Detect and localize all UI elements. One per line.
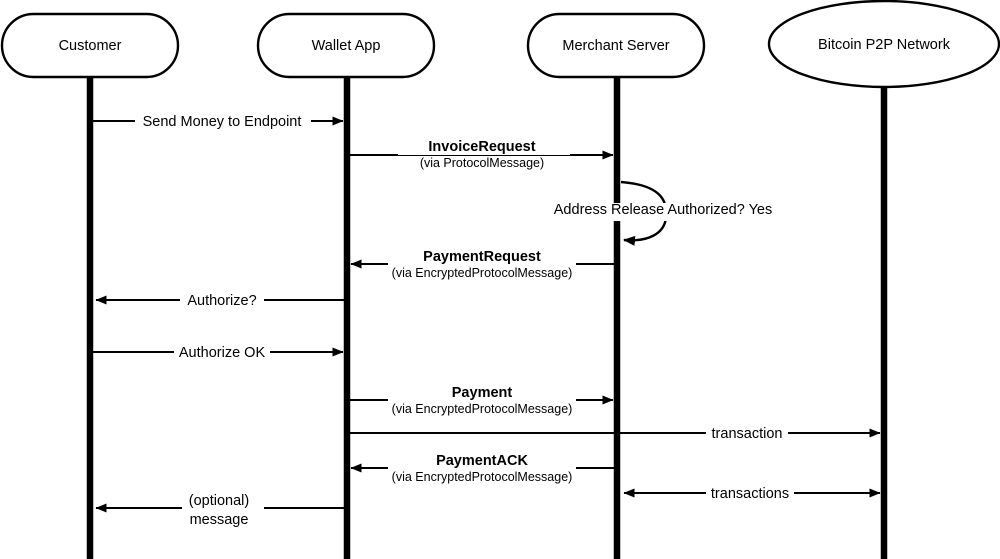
participant-customer-label: Customer <box>59 38 122 54</box>
participant-wallet-shape <box>256 12 436 79</box>
message-sublabel-m11: message <box>190 512 249 528</box>
message-label-bg-m3 <box>549 203 777 221</box>
message-transactions[interactable]: transactions <box>623 484 881 502</box>
message-label-m8: transaction <box>712 426 783 442</box>
participant-merchant-shape <box>526 12 706 79</box>
message-send-money-to-endpoint[interactable]: Send Money to Endpoint <box>93 112 344 130</box>
message-payment-request[interactable]: PaymentRequest (via EncryptedProtocolMes… <box>350 249 614 280</box>
message-sublabel-m2: (via ProtocolMessage) <box>420 156 544 170</box>
message-label-m10: transactions <box>711 486 789 502</box>
message-sublabel-m4: (via EncryptedProtocolMessage) <box>392 266 573 280</box>
message-transaction[interactable]: transaction <box>350 424 881 442</box>
message-label-m2: InvoiceRequest <box>428 139 535 155</box>
message-label-bg-m6 <box>174 343 270 361</box>
participant-wallet[interactable]: Wallet App <box>256 12 436 79</box>
participant-customer-shape <box>0 12 180 79</box>
participant-wallet-label: Wallet App <box>312 38 381 54</box>
message-label-bg-m2 <box>398 140 570 155</box>
message-label-bg-m5 <box>180 291 264 309</box>
participant-bitcoin-shape <box>767 0 1000 89</box>
message-payment[interactable]: Payment (via EncryptedProtocolMessage) <box>350 385 614 416</box>
message-label-bg-m9 <box>388 454 576 469</box>
message-label-bg-m1 <box>135 112 311 130</box>
message-invoice-request[interactable]: InvoiceRequest (via ProtocolMessage) <box>350 139 614 170</box>
message-optional-message[interactable]: (optional) message <box>95 493 344 528</box>
message-label-m6: Authorize OK <box>179 345 266 361</box>
message-address-release-authorized[interactable]: Address Release Authorized? Yes <box>549 180 777 246</box>
participant-bitcoin[interactable]: Bitcoin P2P Network <box>767 0 1000 89</box>
message-label-m4: PaymentRequest <box>423 249 541 265</box>
lifelines-group <box>86 77 888 559</box>
message-label-bg-m4 <box>388 250 576 265</box>
message-sublabel-m7: (via EncryptedProtocolMessage) <box>392 402 573 416</box>
message-label-m9: PaymentACK <box>436 453 528 469</box>
participant-bitcoin-label: Bitcoin P2P Network <box>818 37 951 53</box>
message-label-bg-m10 <box>706 484 794 502</box>
message-label-bg-m7 <box>388 386 576 401</box>
message-authorize-ok[interactable]: Authorize OK <box>93 343 344 361</box>
message-authorize-query[interactable]: Authorize? <box>95 291 344 309</box>
participant-merchant[interactable]: Merchant Server <box>526 12 706 79</box>
message-label-m7: Payment <box>452 385 513 401</box>
message-label-m3: Address Release Authorized? Yes <box>554 202 772 218</box>
message-payment-ack[interactable]: PaymentACK (via EncryptedProtocolMessage… <box>350 453 614 484</box>
participant-customer[interactable]: Customer <box>0 12 180 79</box>
message-label-m11: (optional) <box>189 493 249 509</box>
message-label-m1: Send Money to Endpoint <box>143 114 302 130</box>
message-sublabel-m9: (via EncryptedProtocolMessage) <box>392 470 573 484</box>
message-label-bg-m11 <box>182 494 264 509</box>
message-label-bg-m8 <box>706 424 788 442</box>
message-label-m5: Authorize? <box>187 293 256 309</box>
participant-merchant-label: Merchant Server <box>562 38 669 54</box>
